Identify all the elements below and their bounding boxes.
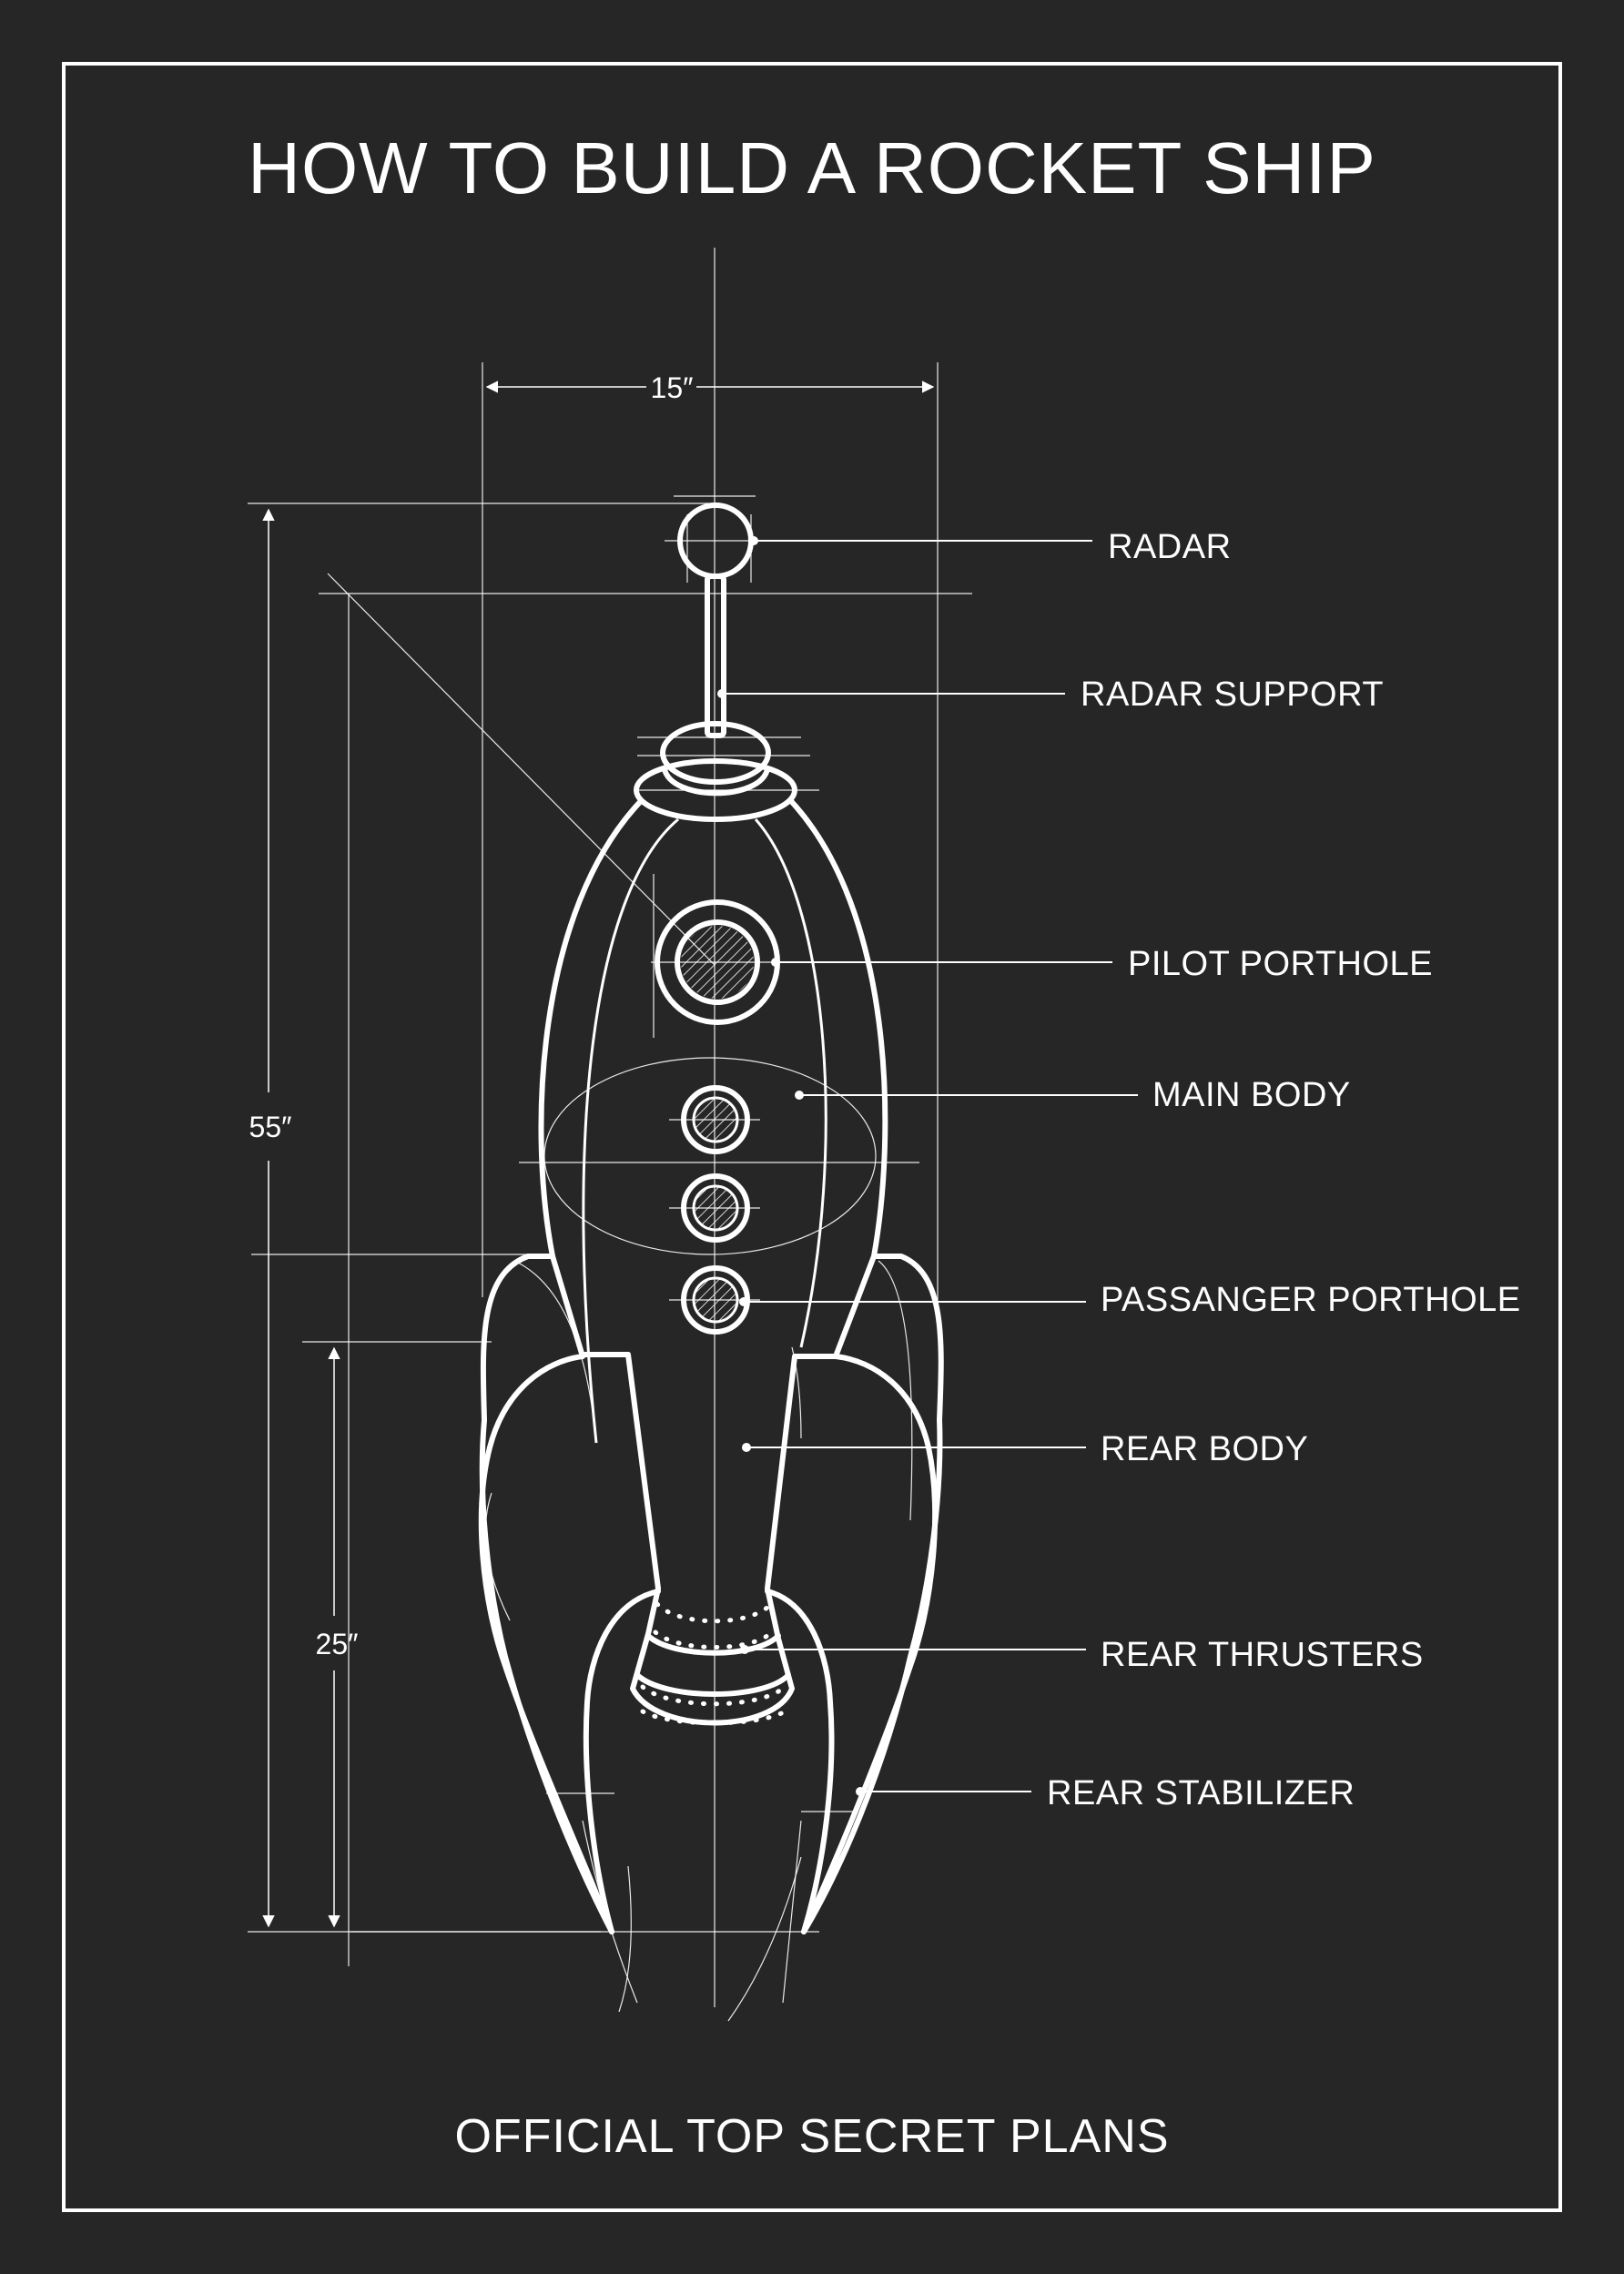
dimension-total-height: 55″ [249, 508, 292, 1928]
dimension-rear-height-label: 25″ [316, 1628, 359, 1660]
thruster-dots [640, 1601, 787, 1726]
rocket-drawing [478, 503, 944, 1934]
callout-rear-thrusters: REAR THRUSTERS [740, 1636, 1424, 1674]
rear-body-left [582, 1352, 661, 1591]
left-fin-inner [583, 1589, 661, 1934]
dimension-total-height-label: 55″ [249, 1111, 292, 1143]
callout-passanger-porthole-label: PASSANGER PORTHOLE [1101, 1281, 1521, 1319]
callout-rear-body-label: REAR BODY [1101, 1430, 1308, 1468]
rear-thrusters-shape [630, 1586, 795, 1726]
callout-main-body-label: MAIN BODY [1152, 1076, 1351, 1114]
callout-radar-support-label: RADAR SUPPORT [1081, 675, 1384, 714]
radar-support-shape [705, 574, 726, 738]
dimension-rear-height: 25″ [316, 1346, 359, 1928]
nose-tip [660, 721, 771, 785]
dimension-width: 15″ [485, 371, 935, 404]
callout-main-body: MAIN BODY [795, 1076, 1351, 1114]
passanger-portholes [681, 1085, 750, 1335]
callout-radar-support: RADAR SUPPORT [717, 675, 1384, 714]
callout-pilot-porthole: PILOT PORTHOLE [771, 945, 1433, 983]
rear-body-right [765, 1354, 838, 1591]
callout-rear-thrusters-label: REAR THRUSTERS [1101, 1636, 1424, 1674]
dimension-width-label: 15″ [651, 371, 694, 404]
left-fin-outer [479, 1254, 614, 1934]
nose-cap [634, 758, 797, 822]
construction-lines [248, 248, 972, 2022]
callout-radar-label: RADAR [1108, 528, 1232, 566]
callout-rear-stabilizer-label: REAR STABILIZER [1047, 1774, 1355, 1812]
callout-pilot-porthole-label: PILOT PORTHOLE [1128, 945, 1433, 983]
poster-frame [62, 62, 1562, 2212]
main-body-left [538, 798, 644, 1359]
page-title: HOW TO BUILD A ROCKET SHIP [248, 127, 1376, 208]
main-body-right [788, 798, 888, 1359]
callout-rear-body: REAR BODY [742, 1430, 1308, 1468]
page-footer: OFFICIAL TOP SECRET PLANS [454, 2110, 1169, 2163]
callout-radar: RADAR [749, 528, 1232, 566]
callout-passanger-porthole: PASSANGER PORTHOLE [739, 1281, 1521, 1319]
right-fin-inner [765, 1589, 835, 1934]
callout-rear-stabilizer: REAR STABILIZER [856, 1774, 1355, 1812]
